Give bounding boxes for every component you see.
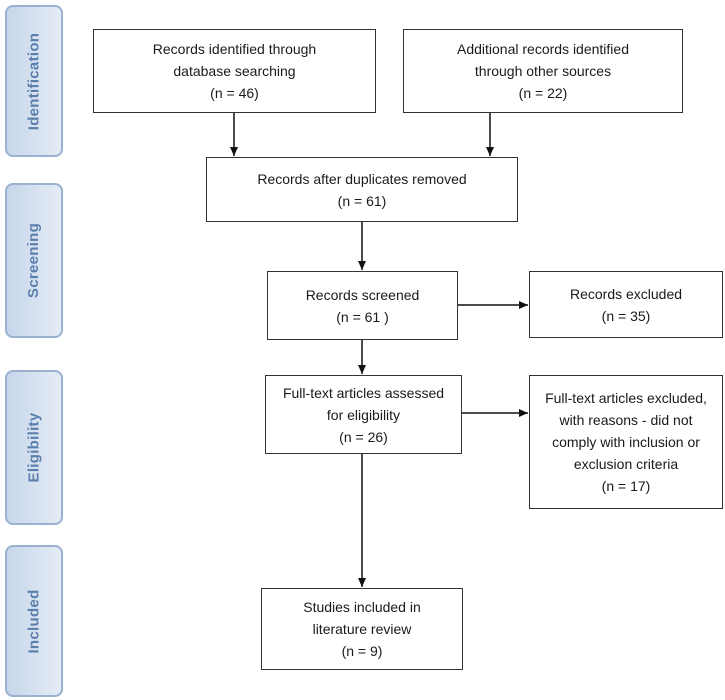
- box-fulltext-line-1: Full-text articles assessed: [282, 384, 445, 401]
- box-screened-line-1: Records screened: [305, 286, 420, 303]
- box-records-excluded: Records excluded (n = 35): [529, 271, 723, 338]
- box-other-line-2: through other sources: [474, 63, 612, 79]
- box-other-line-1: Additional records identified: [457, 41, 629, 57]
- box-database-line-1: Records identified through: [152, 41, 317, 57]
- box-screened-count: (n = 61 ): [336, 308, 389, 325]
- box-included-count: (n = 9): [341, 643, 383, 659]
- box-duplicates-line-1: Records after duplicates removed: [257, 170, 467, 187]
- box-fulltext-excluded-line-1: Full-text articles excluded,: [545, 390, 707, 406]
- phase-identification: Identification: [5, 5, 63, 157]
- phase-eligibility: Eligibility: [5, 370, 63, 525]
- box-other-count: (n = 22): [518, 85, 568, 101]
- box-included-line-1: Studies included in: [303, 599, 421, 615]
- box-excluded-line-1: Records excluded: [569, 285, 683, 302]
- box-database-count: (n = 46): [210, 85, 259, 101]
- box-fulltext-excluded-count: (n = 17): [601, 478, 651, 494]
- box-duplicates-count: (n = 61): [337, 192, 387, 209]
- box-fulltext-excluded-line-2: with reasons - did not: [559, 412, 693, 428]
- phase-included: Included: [5, 545, 63, 697]
- box-studies-included: Studies included in literature review (n…: [261, 588, 463, 670]
- box-records-screened: Records screened (n = 61 ): [267, 271, 458, 340]
- box-after-duplicates: Records after duplicates removed (n = 61…: [206, 157, 518, 222]
- box-fulltext-line-2: for eligibility: [326, 406, 401, 423]
- box-fulltext-excluded: Full-text articles excluded, with reason…: [529, 375, 723, 509]
- box-database-line-2: database searching: [173, 63, 296, 79]
- box-database-records: Records identified through database sear…: [93, 29, 376, 113]
- box-fulltext-count: (n = 26): [339, 428, 388, 445]
- box-fulltext-excluded-line-4: exclusion criteria: [573, 456, 679, 472]
- phase-screening: Screening: [5, 183, 63, 338]
- box-fulltext-assessed: Full-text articles assessed for eligibil…: [265, 375, 462, 454]
- box-included-line-2: literature review: [312, 621, 412, 637]
- box-excluded-count: (n = 35): [601, 307, 651, 324]
- box-other-sources: Additional records identified through ot…: [403, 29, 683, 113]
- box-fulltext-excluded-line-3: comply with inclusion or: [552, 434, 700, 450]
